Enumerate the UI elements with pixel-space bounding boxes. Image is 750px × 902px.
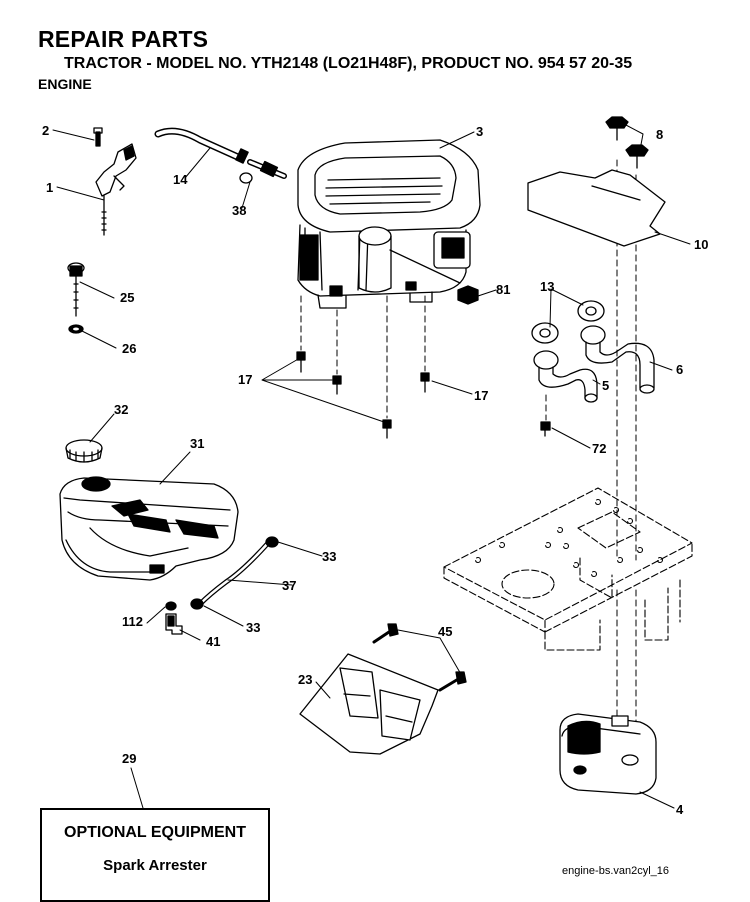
callout-4: 4 xyxy=(676,802,684,817)
callout-13: 13 xyxy=(540,279,554,294)
callout-1: 1 xyxy=(46,180,53,195)
callout-17a: 17 xyxy=(238,372,252,387)
fuel-filter-38 xyxy=(239,159,287,184)
nut-81 xyxy=(457,285,479,305)
callout-37: 37 xyxy=(282,578,296,593)
callout-33a: 33 xyxy=(322,549,336,564)
callout-numbers: 2 1 3 8 14 38 10 25 13 81 26 6 5 17 17 3… xyxy=(42,123,708,817)
callout-25: 25 xyxy=(120,290,134,305)
fitting-112 xyxy=(165,601,177,611)
callout-41: 41 xyxy=(206,634,220,649)
fuel-line-37 xyxy=(197,539,272,607)
bolt-72 xyxy=(540,421,551,437)
optional-equipment-item: Spark Arrester xyxy=(103,857,207,874)
callout-17b: 17 xyxy=(474,388,488,403)
callout-14: 14 xyxy=(173,172,188,187)
callout-33b: 33 xyxy=(246,620,260,635)
fuel-tank-31 xyxy=(59,476,239,581)
callout-2: 2 xyxy=(42,123,49,138)
exhaust-gasket-13 xyxy=(531,300,605,344)
tractor-frame xyxy=(443,487,693,651)
callout-81: 81 xyxy=(496,282,510,297)
callout-8: 8 xyxy=(656,127,663,142)
optional-equipment-box: OPTIONAL EQUIPMENT Spark Arrester xyxy=(40,808,270,902)
callout-45: 45 xyxy=(438,624,452,639)
leader-lines xyxy=(52,123,691,809)
bolts-45 xyxy=(372,623,467,692)
callout-29: 29 xyxy=(122,751,136,766)
callout-5: 5 xyxy=(602,378,609,393)
callout-23: 23 xyxy=(298,672,312,687)
section-name: ENGINE xyxy=(38,76,92,92)
heat-shield-10 xyxy=(527,169,666,247)
exhaust-pipe-5 xyxy=(533,350,598,403)
dipstick-25 xyxy=(67,262,85,317)
callout-32: 32 xyxy=(114,402,128,417)
engine-illustration xyxy=(297,139,481,309)
callout-3: 3 xyxy=(476,124,483,139)
engine-bolts xyxy=(296,351,430,439)
callout-10: 10 xyxy=(694,237,708,252)
elbow-fitting-41 xyxy=(165,613,183,635)
footer-code: engine-bs.van2cyl_16 xyxy=(562,865,670,877)
callout-26: 26 xyxy=(122,341,136,356)
throttle-bracket-assembly xyxy=(93,127,137,236)
alignment-lines xyxy=(300,159,637,741)
callout-72: 72 xyxy=(592,441,606,456)
optional-equipment-title: OPTIONAL EQUIPMENT xyxy=(64,824,246,841)
page-title: REPAIR PARTS xyxy=(38,26,209,52)
callout-31: 31 xyxy=(190,436,204,451)
exploded-parts-diagram: 2 1 3 8 14 38 10 25 13 81 26 6 5 17 17 3… xyxy=(42,116,708,817)
heat-deflector-23 xyxy=(299,653,439,755)
knobs-8 xyxy=(605,116,649,169)
muffler-4 xyxy=(559,713,657,795)
hose-clamps-33 xyxy=(190,536,279,610)
fuel-line-14 xyxy=(154,127,249,164)
callout-6: 6 xyxy=(676,362,683,377)
callout-112: 112 xyxy=(122,614,143,629)
callout-38: 38 xyxy=(232,203,246,218)
dipstick-seal-26 xyxy=(68,324,84,334)
model-subtitle: TRACTOR - MODEL NO. YTH2148 (LO21H48F), … xyxy=(64,55,633,72)
fuel-cap-32 xyxy=(65,439,103,463)
exhaust-pipe-6 xyxy=(580,325,655,394)
